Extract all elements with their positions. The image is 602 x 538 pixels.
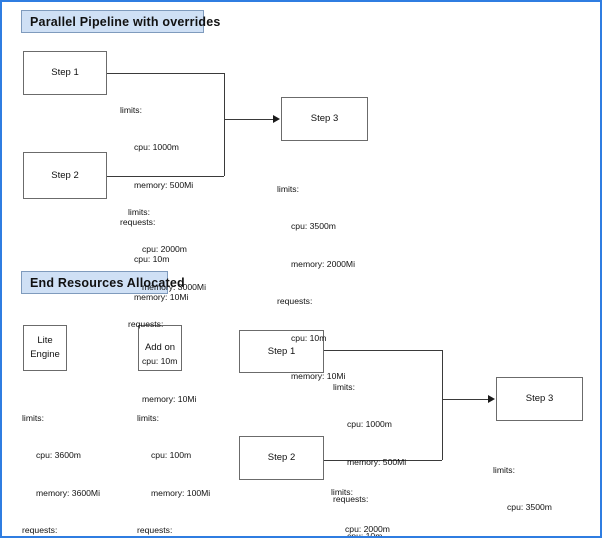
spec-bottom-step1: limits: cpu: 1000m memory: 500Mi request… — [333, 356, 407, 538]
node-top-step1[interactable]: Step 1 — [23, 51, 107, 95]
spec-top-step2-requests-label: requests: — [128, 318, 164, 329]
node-lite-engine[interactable]: Lite Engine — [23, 325, 67, 371]
spec-top-step3-limits-memory: memory: 2000Mi — [291, 258, 355, 269]
section-title-parallel-pipeline: Parallel Pipeline with overrides — [21, 10, 220, 33]
spec-top-step3-limits-cpu: cpu: 3500m — [291, 221, 336, 232]
arrowhead-bottom-step3 — [488, 395, 495, 403]
node-top-step3-label: Step 3 — [310, 113, 339, 125]
spec-bottom-step3: limits: cpu: 3500m memory: 2000Mi reques… — [493, 439, 571, 536]
connector-top-step1-horizontal — [107, 73, 224, 74]
spec-lite-engine-limits-label: limits: — [22, 412, 44, 423]
connector-top-merge-vertical — [224, 73, 225, 176]
spec-bottom-step2: limits: cpu: 2000m memory: 3000Mi reques… — [331, 461, 409, 536]
node-bottom-step3[interactable]: Step 3 — [496, 377, 583, 421]
spec-top-step1-limits-cpu: cpu: 1000m — [134, 142, 179, 153]
spec-lite-engine-requests-label: requests: — [22, 524, 58, 535]
node-top-step2[interactable]: Step 2 — [23, 152, 107, 199]
spec-top-step2-limits-memory: memory: 3000Mi — [142, 281, 206, 292]
spec-top-step1-requests-memory: memory: 10Mi — [134, 291, 189, 302]
node-bottom-step1-label: Step 1 — [267, 345, 296, 357]
spec-add-on-limits-memory: memory: 100Mi — [151, 487, 211, 498]
spec-add-on-requests-label: requests: — [137, 524, 173, 535]
node-lite-engine-label-line2: Engine — [30, 349, 60, 360]
spec-top-step1-limits-label: limits: — [120, 104, 142, 115]
spec-bottom-step1-requests-cpu: cpu: 10m — [347, 531, 383, 538]
spec-bottom-step1-requests-label: requests: — [333, 493, 369, 504]
spec-add-on-limits-cpu: cpu: 100m — [151, 450, 192, 461]
spec-top-step2-limits-label: limits: — [128, 206, 150, 217]
spec-lite-engine-limits-memory: memory: 3600Mi — [36, 487, 100, 498]
node-bottom-step1[interactable]: Step 1 — [239, 330, 324, 373]
spec-bottom-step2-limits-label: limits: — [331, 486, 353, 497]
spec-top-step2: limits: cpu: 2000m memory: 3000Mi reques… — [128, 181, 206, 430]
spec-top-step2-requests-cpu: cpu: 10m — [142, 356, 178, 367]
section-title-end-resources-allocated: End Resources Allocated — [21, 271, 185, 294]
node-top-step3[interactable]: Step 3 — [281, 97, 368, 141]
spec-add-on-limits-label: limits: — [137, 412, 159, 423]
spec-top-step1-requests-cpu: cpu: 10m — [134, 254, 170, 265]
spec-bottom-step1-limits-cpu: cpu: 1000m — [347, 419, 392, 430]
spec-top-step3: limits: cpu: 3500m memory: 2000Mi reques… — [277, 158, 355, 407]
spec-top-step3-requests-cpu: cpu: 10m — [291, 333, 327, 344]
connector-bottom-to-step3-horizontal — [442, 399, 489, 400]
spec-lite-engine: limits: cpu: 3600m memory: 3600Mi reques… — [22, 387, 100, 536]
spec-bottom-step1-limits-memory: memory: 500Mi — [347, 456, 407, 467]
node-lite-engine-label-line1: Lite — [37, 335, 53, 347]
spec-top-step1-limits-memory: memory: 500Mi — [134, 179, 194, 190]
spec-top-step3-requests-memory: memory: 10Mi — [291, 370, 346, 381]
spec-top-step2-limits-cpu: cpu: 2000m — [142, 244, 187, 255]
spec-bottom-step3-limits-label: limits: — [493, 464, 515, 475]
connector-bottom-step2-horizontal — [324, 460, 442, 461]
spec-top-step3-requests-label: requests: — [277, 295, 313, 306]
spec-top-step1: limits: cpu: 1000m memory: 500Mi request… — [120, 79, 193, 328]
spec-bottom-step2-limits-cpu: cpu: 2000m — [345, 524, 390, 535]
node-bottom-step2[interactable]: Step 2 — [239, 436, 324, 480]
node-top-step1-label: Step 1 — [51, 67, 79, 79]
spec-lite-engine-limits-cpu: cpu: 3600m — [36, 450, 81, 461]
spec-add-on: limits: cpu: 100m memory: 100Mi requests… — [137, 387, 211, 536]
node-top-step2-label: Step 2 — [51, 169, 79, 181]
connector-top-to-step3-horizontal — [224, 119, 274, 120]
node-add-on[interactable]: Add on — [138, 325, 182, 371]
node-bottom-step2-label: Step 2 — [267, 452, 296, 464]
spec-bottom-step3-limits-cpu: cpu: 3500m — [507, 502, 552, 513]
connector-top-step2-horizontal — [107, 176, 224, 177]
connector-bottom-merge-vertical — [442, 350, 443, 460]
spec-top-step2-requests-memory: memory: 10Mi — [142, 393, 197, 404]
arrowhead-top-step3 — [273, 115, 280, 123]
connector-bottom-step1-horizontal — [324, 350, 442, 351]
node-add-on-label: Add on — [144, 342, 176, 354]
spec-top-step3-limits-label: limits: — [277, 183, 299, 194]
spec-bottom-step1-limits-label: limits: — [333, 381, 355, 392]
node-bottom-step3-label: Step 3 — [525, 393, 554, 405]
spec-top-step1-requests-label: requests: — [120, 216, 156, 227]
